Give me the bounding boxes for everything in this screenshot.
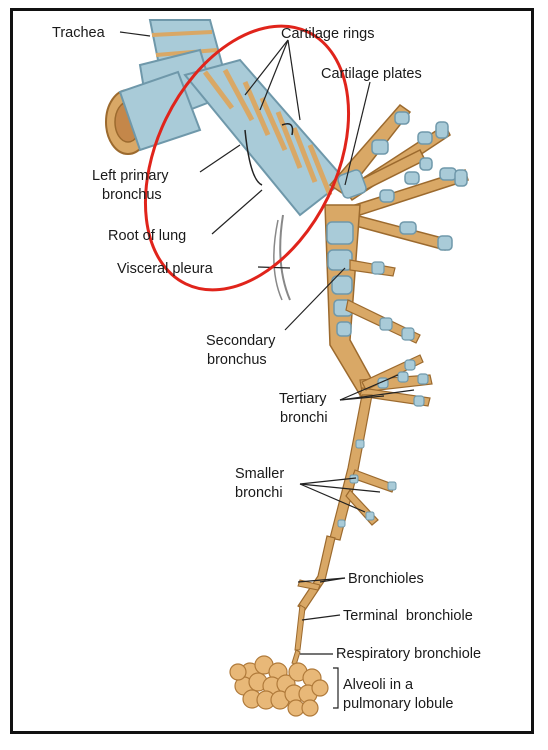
smaller-plates-illustration	[337, 439, 397, 528]
highlight-ellipse	[143, 24, 351, 292]
label-smaller-bronchi-line2: bronchi	[235, 485, 283, 501]
left-primary-bronchus-illustration	[183, 58, 347, 217]
secondary-bronchus-illustration	[273, 204, 421, 397]
leader-lines	[119, 31, 415, 709]
alveoli-cluster-illustration	[229, 655, 329, 717]
label-respiratory-bronchiole: Respiratory bronchiole	[336, 646, 481, 662]
label-cartilage-rings: Cartilage rings	[281, 26, 375, 42]
label-left-primary-bronchus-line2: bronchus	[102, 187, 162, 203]
label-secondary-bronchus-line2: bronchus	[207, 352, 267, 368]
trachea-illustration	[105, 19, 227, 155]
label-secondary-bronchus-line1: Secondary	[206, 333, 276, 349]
label-bronchioles: Bronchioles	[348, 571, 424, 587]
label-trachea: Trachea	[52, 25, 106, 41]
label-cartilage-plates: Cartilage plates	[321, 66, 422, 82]
label-left-primary-bronchus-line1: Left primary	[92, 168, 169, 184]
upper-branches-illustration	[328, 103, 469, 251]
upper-plates-illustration	[337, 111, 468, 251]
label-tertiary-bronchi-line1: Tertiary	[279, 391, 327, 407]
label-smaller-bronchi-line1: Smaller	[235, 466, 284, 482]
label-tertiary-bronchi-line2: bronchi	[280, 410, 328, 426]
tertiary-bronchi-illustration	[359, 354, 433, 407]
label-terminal-bronchiole: Terminal bronchiole	[343, 608, 473, 624]
label-alveoli-line1: Alveoli in a	[343, 677, 414, 693]
label-root-of-lung: Root of lung	[108, 228, 186, 244]
label-visceral-pleura: Visceral pleura	[117, 261, 214, 277]
label-alveoli-line2: pulmonary lobule	[343, 696, 453, 712]
